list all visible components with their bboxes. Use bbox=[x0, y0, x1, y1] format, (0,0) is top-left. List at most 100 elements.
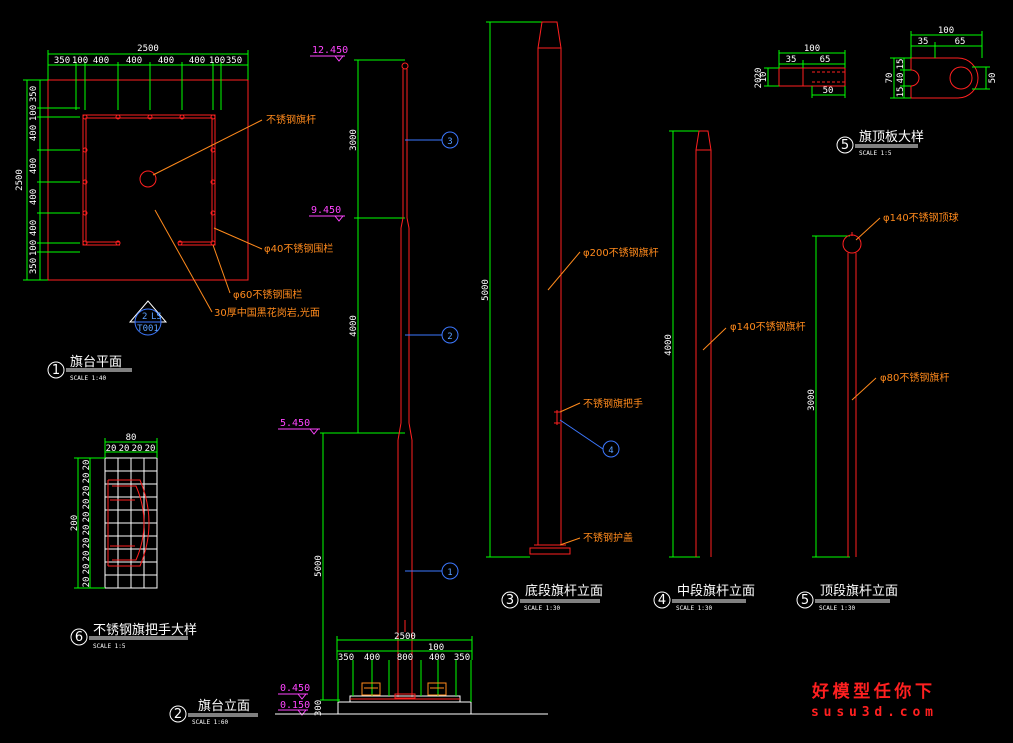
view-2-number: 2 bbox=[174, 707, 182, 722]
plate-b-left-dim-3: 15 bbox=[896, 87, 906, 98]
bottom-pole-outline bbox=[529, 21, 571, 555]
view-3-number: 3 bbox=[506, 593, 514, 608]
plan-left-dim-3: 400 bbox=[29, 125, 39, 141]
base-dim-3: 800 bbox=[397, 653, 413, 663]
plate-a-left-dim-1: 20 bbox=[754, 68, 764, 79]
view-5a-title: 顶段旗杆立面 bbox=[820, 583, 898, 599]
plan-posts bbox=[82, 114, 216, 246]
plate-b-right-dim: 50 bbox=[988, 73, 998, 84]
plan-top-dim-5: 400 bbox=[158, 56, 174, 66]
view-5a-number: 5 bbox=[801, 593, 809, 608]
elevation-base-core bbox=[350, 693, 460, 700]
elevation-rail-handles bbox=[361, 682, 447, 696]
plan-rail-outer bbox=[82, 114, 216, 246]
top-plate-detail: 100 35 65 50 20 10 20 100 35 65 70 15 40… bbox=[754, 26, 998, 157]
mid-pole-height-dim: 4000 bbox=[664, 334, 674, 356]
plate-a-dim-1: 35 bbox=[786, 55, 797, 65]
elevation-pole bbox=[397, 62, 413, 697]
plan-top-dim-2: 100 bbox=[72, 56, 88, 66]
plate-b-left-dim-1: 15 bbox=[896, 59, 906, 70]
elev-label-ground: 0.150 bbox=[280, 700, 310, 711]
plate-b-dim-1: 35 bbox=[918, 37, 929, 47]
plan-top-dim-6: 400 bbox=[189, 56, 205, 66]
top-pole-dim-lines bbox=[812, 235, 850, 558]
elevation-marker-lines bbox=[278, 55, 345, 716]
view-title-5b: 5 旗顶板大样 SCALE 1:5 bbox=[836, 129, 924, 157]
plate-a-total-dim: 100 bbox=[804, 44, 820, 54]
plate-b-left-total-dim: 70 bbox=[885, 73, 895, 84]
view-1-number: 1 bbox=[52, 363, 60, 378]
segment-id-1: 1 bbox=[447, 568, 452, 578]
top-pole-view: 3000 φ140不锈钢顶球 φ80不锈钢旗杆 5 顶段旗杆立面 SCALE 1… bbox=[796, 211, 959, 612]
mid-pole-dim-lines bbox=[669, 130, 706, 558]
bottom-pole-height-dim: 5000 bbox=[481, 279, 491, 301]
base-dim-5: 350 bbox=[454, 653, 470, 663]
base-overall-dim: 2500 bbox=[394, 632, 416, 642]
view-title-6: 6 不锈钢旗把手大样 SCALE 1:5 bbox=[70, 622, 197, 650]
plate-b-dim-2: 65 bbox=[955, 37, 966, 47]
view-title-4: 4 中段旗杆立面 SCALE 1:30 bbox=[653, 583, 755, 612]
plate-a-bottom-dim: 50 bbox=[823, 86, 834, 96]
plan-left-dim-8: 350 bbox=[29, 258, 39, 274]
elevation-view: 12.450 9.450 5.450 0.450 0.150 3000 4000… bbox=[169, 45, 548, 726]
bottom-pole-dim-lines bbox=[486, 21, 545, 558]
plan-rail-inner bbox=[85, 117, 213, 243]
handle-row-dim: 20 bbox=[82, 486, 92, 497]
elevation-rail bbox=[336, 636, 473, 702]
base-dim-2: 400 bbox=[364, 653, 380, 663]
section-marker: 2 LS T001 bbox=[128, 300, 168, 336]
top-pole-leaders bbox=[851, 217, 881, 401]
elev-label-low: 5.450 bbox=[280, 418, 310, 429]
base-dim-4: 400 bbox=[429, 653, 445, 663]
plan-leaders bbox=[152, 119, 263, 313]
top-plate-front-b bbox=[910, 57, 979, 99]
elev-label-top: 12.450 bbox=[312, 45, 348, 56]
handle-col-dim-2: 20 bbox=[119, 444, 130, 454]
handle-row-dims: 20 20 20 20 20 20 20 20 20 20 bbox=[82, 460, 92, 588]
handle-height-dim: 200 bbox=[70, 515, 80, 531]
mid-pole-note: φ140不锈钢旗杆 bbox=[730, 320, 806, 333]
plan-outer-slab bbox=[47, 79, 249, 281]
bottom-pole-cover-note: 不锈钢护盖 bbox=[583, 531, 633, 544]
elev-dim-bottom-segment: 5000 bbox=[314, 555, 324, 577]
bottom-pole-handle-note: 不锈钢旗把手 bbox=[583, 397, 643, 410]
view-3-title: 底段旗杆立面 bbox=[525, 583, 603, 599]
plan-left-dim-lines bbox=[23, 79, 80, 281]
view-6-title: 不锈钢旗把手大样 bbox=[93, 622, 197, 638]
view-title-2: 2 旗台立面 SCALE 1:60 bbox=[169, 698, 258, 726]
segment-id-2: 2 bbox=[447, 332, 452, 342]
handle-detail-view: 80 20 20 20 20 200 20 20 20 20 20 20 20 … bbox=[70, 433, 197, 650]
plan-overall-height: 2500 bbox=[15, 169, 25, 191]
handle-ref-number: 4 bbox=[608, 446, 613, 456]
section-marker-mid: LS bbox=[151, 312, 162, 322]
handle-width-dim: 80 bbox=[126, 433, 137, 443]
elev-label-mid: 9.450 bbox=[311, 205, 341, 216]
mid-pole-view: 4000 φ140不锈钢旗杆 4 中段旗杆立面 SCALE 1:30 bbox=[653, 130, 806, 612]
plate-a-left-dim-2: 10 bbox=[759, 72, 769, 83]
watermark-url: susu3d.com bbox=[811, 705, 933, 720]
handle-row-dim: 20 bbox=[82, 525, 92, 536]
plan-top-dim-8: 350 bbox=[226, 56, 242, 66]
plate-b-total-dim: 100 bbox=[938, 26, 954, 36]
plan-note-rail40: φ40不锈钢围栏 bbox=[264, 242, 333, 255]
handle-row-dim: 20 bbox=[82, 538, 92, 549]
plan-note-granite: 30厚中国黑花岗岩,光面 bbox=[214, 306, 320, 319]
top-plate-side-a bbox=[778, 67, 846, 87]
top-plate-a-dims bbox=[764, 50, 846, 98]
plan-left-dim-2: 100 bbox=[29, 105, 39, 121]
top-plate-b-dims bbox=[890, 31, 990, 99]
mid-pole-leader bbox=[702, 327, 727, 351]
plan-note-rail60: φ60不锈钢围栏 bbox=[233, 288, 302, 301]
segment-id-3: 3 bbox=[447, 137, 452, 147]
plan-top-dim-7: 100 bbox=[209, 56, 225, 66]
view-2-title: 旗台立面 bbox=[198, 698, 250, 714]
view-6-scale: SCALE 1:5 bbox=[93, 643, 126, 650]
view-1-scale: SCALE 1:40 bbox=[70, 375, 107, 382]
handle-col-dim-1: 20 bbox=[106, 444, 117, 454]
plan-left-dim-7: 100 bbox=[29, 240, 39, 256]
plan-note-pole: 不锈钢旗杆 bbox=[266, 113, 316, 126]
plan-top-dim-1: 350 bbox=[54, 56, 70, 66]
handle-row-dim: 20 bbox=[82, 577, 92, 588]
view-6-number: 6 bbox=[75, 630, 83, 645]
